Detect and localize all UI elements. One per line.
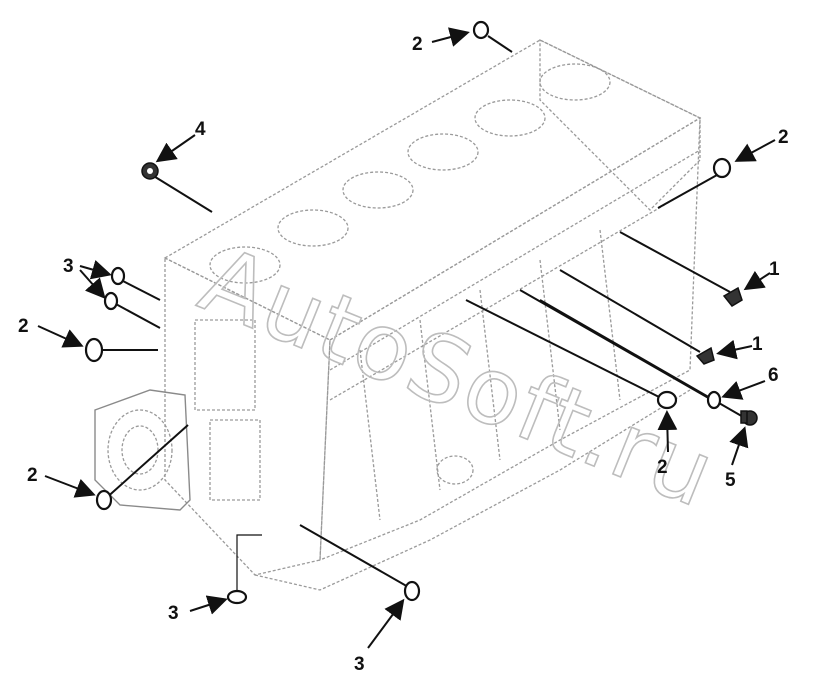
callout-1-lower: 1 bbox=[752, 334, 763, 355]
callout-3-bottom: 3 bbox=[168, 603, 179, 624]
callout-1-upper: 1 bbox=[769, 259, 780, 280]
plug-parts bbox=[84, 20, 758, 605]
plug-2-top bbox=[472, 20, 490, 40]
callout-3-left: 3 bbox=[63, 256, 74, 277]
callout-2-top: 2 bbox=[412, 34, 423, 55]
plug-3-bottom bbox=[226, 589, 248, 605]
plug-2-center bbox=[656, 390, 678, 410]
callout-3-bottom-center: 3 bbox=[354, 654, 365, 675]
plug-2-bottom-left bbox=[95, 489, 113, 511]
plug-1-lower bbox=[695, 346, 715, 365]
callout-2-bottom-left: 2 bbox=[27, 465, 38, 486]
plug-2-left bbox=[84, 337, 104, 363]
cylinder-block-drawing bbox=[94, 38, 702, 591]
callout-4: 4 bbox=[195, 119, 206, 140]
callout-2-right: 2 bbox=[778, 127, 789, 148]
plug-3-upper-left bbox=[110, 266, 126, 286]
plug-3-bottom-center bbox=[403, 580, 421, 602]
callout-2-left: 2 bbox=[18, 316, 29, 337]
plug-1-upper bbox=[722, 286, 743, 307]
plug-3-lower-left bbox=[103, 291, 119, 311]
callout-5: 5 bbox=[725, 470, 736, 491]
callout-6: 6 bbox=[768, 365, 779, 386]
callout-arrows bbox=[37, 27, 776, 649]
callout-labels: 2 4 2 3 1 2 1 6 2 5 2 3 3 bbox=[18, 34, 789, 675]
callout-2-center: 2 bbox=[657, 457, 668, 478]
plug-2-right bbox=[712, 157, 732, 179]
plug-6 bbox=[706, 390, 722, 410]
plug-5 bbox=[740, 410, 758, 426]
